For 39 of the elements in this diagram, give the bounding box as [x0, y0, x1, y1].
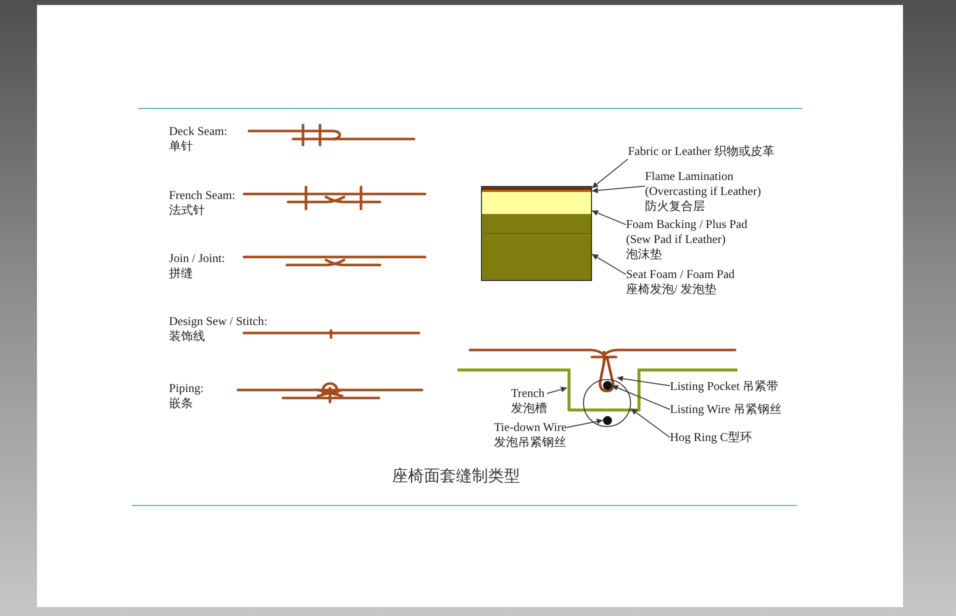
callout-label: 座椅发泡/ 发泡垫	[626, 282, 716, 297]
callout-label: Foam Backing / Plus Pad (Sew Pad if Leather)	[626, 217, 748, 247]
callout-label: Fabric or Leather 织物或皮革	[628, 144, 774, 159]
seam-type-label: 法式针	[169, 203, 205, 218]
leader-line	[630, 408, 670, 438]
seam-type-label: 嵌条	[169, 396, 193, 411]
seam-type-label: 装饰线	[169, 329, 205, 344]
seam-type-label: 单针	[169, 139, 193, 154]
callout-label: Flame Lamination (Overcasting if Leather)	[645, 169, 762, 199]
callout-label: Trench	[511, 386, 545, 401]
leader-line	[566, 418, 604, 428]
leader-line	[592, 186, 646, 194]
callout-label: Tie-down Wire	[494, 420, 567, 435]
callout-label: Hog Ring C型环	[670, 430, 752, 445]
seam-type-label: Design Sew / Stitch:	[169, 314, 268, 329]
caption: 座椅面套缝制类型	[392, 467, 520, 487]
callout-label: Listing Pocket 吊紧带	[670, 379, 779, 394]
seat-foam-layer	[481, 214, 592, 281]
seam-type-label: Deck Seam:	[169, 124, 228, 139]
seam-type-label: 拼缝	[169, 266, 193, 281]
fabric-layer	[481, 186, 592, 190]
leader-line	[616, 376, 670, 386]
callout-label: Listing Wire 吊紧钢丝	[670, 402, 782, 417]
seam-type-label: Piping:	[169, 381, 204, 396]
callout-label: 发泡吊紧钢丝	[494, 435, 566, 450]
seam-type-label: French Seam:	[169, 188, 236, 203]
leader-line	[592, 158, 628, 188]
seam-type-label: Join / Joint:	[169, 251, 226, 266]
leader-line	[592, 210, 626, 226]
listing-pocket	[597, 355, 617, 393]
callout-label: 防火复合层	[645, 199, 705, 214]
leader-line	[592, 254, 626, 275]
leader-line	[546, 386, 568, 394]
callout-label: 泡沫垫	[626, 247, 662, 262]
foam-backing-layer	[481, 192, 592, 214]
callout-label: Seat Foam / Foam Pad	[626, 267, 735, 282]
hog-ring	[583, 379, 631, 427]
callout-label: 发泡槽	[511, 401, 547, 416]
leader-line	[612, 385, 670, 410]
